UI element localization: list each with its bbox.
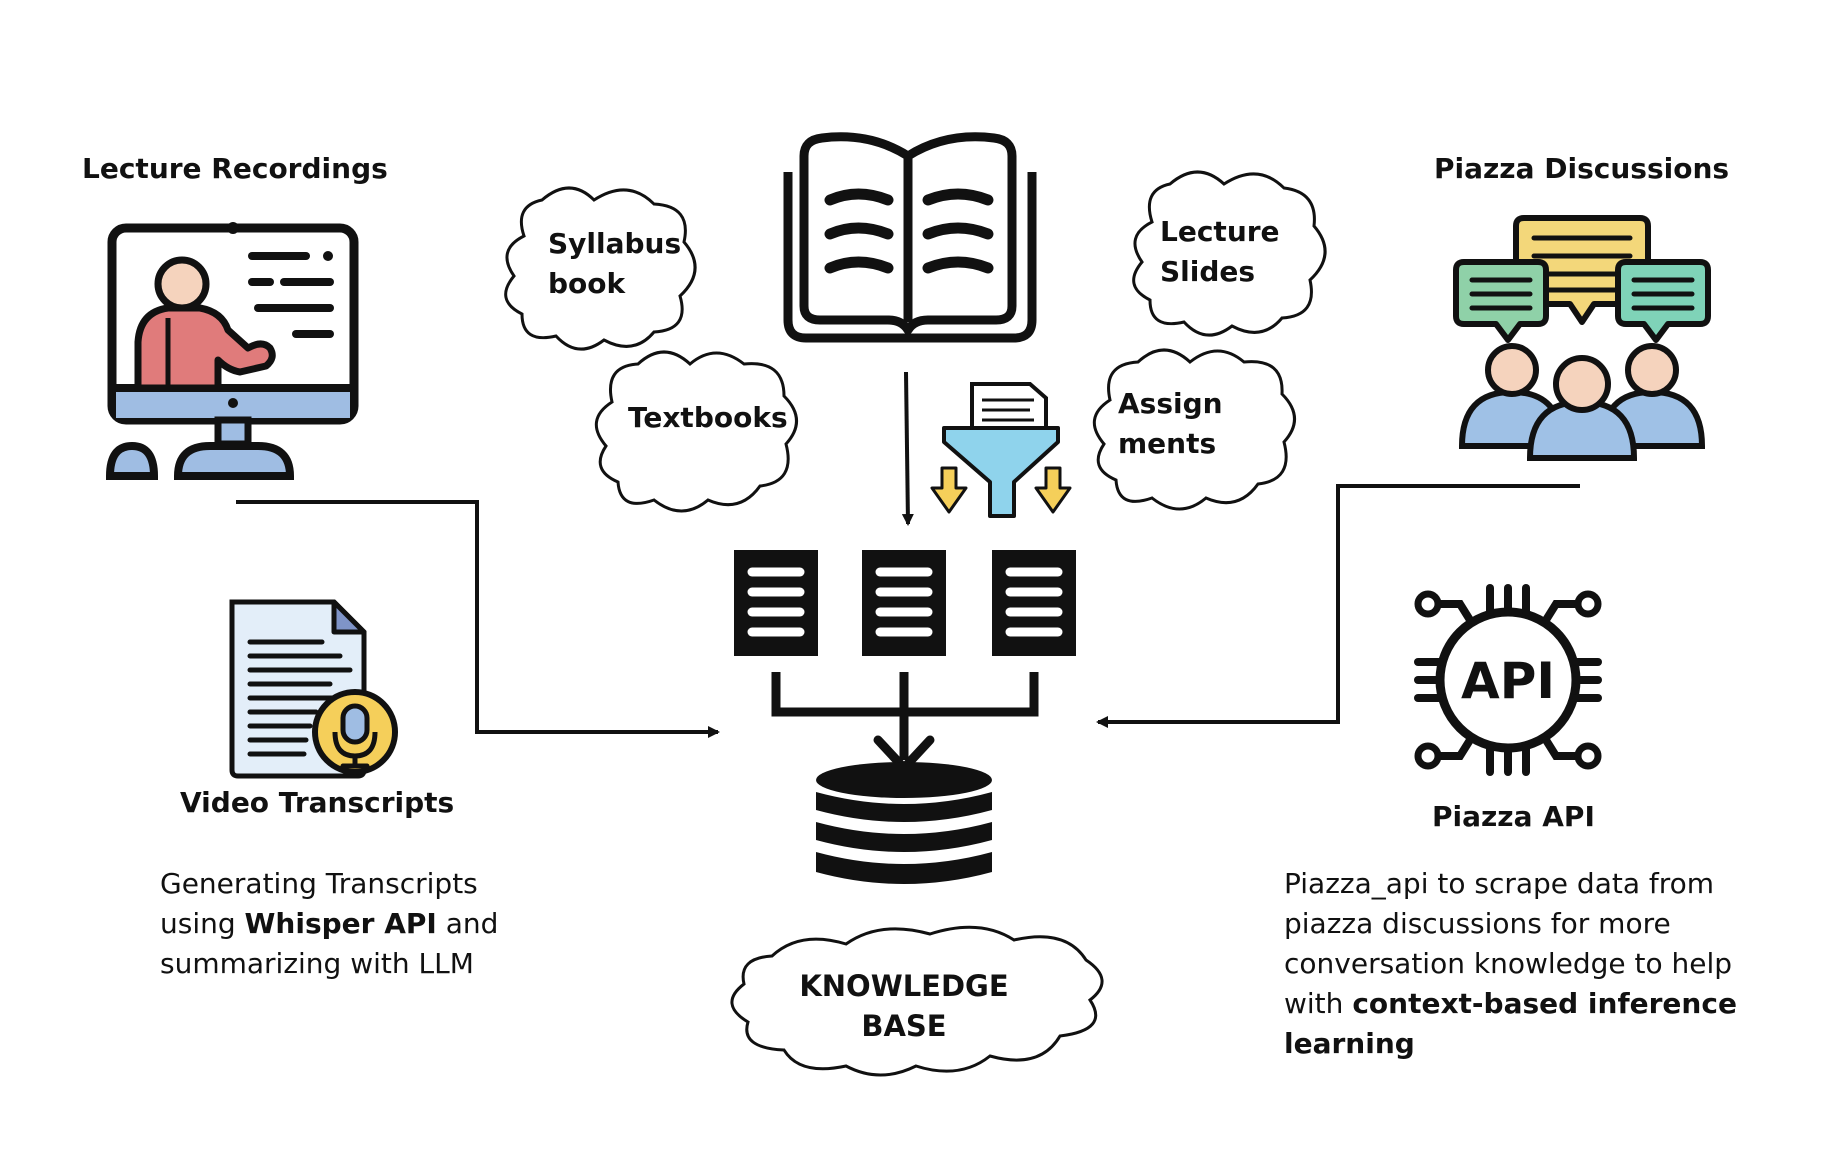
pa-desc-line1: Piazza_api to scrape data from — [1284, 867, 1715, 900]
lecture-recording-icon — [105, 222, 359, 480]
lecture-slides-label: Lecture Slides — [1160, 212, 1280, 292]
piazza-discussions-title: Piazza Discussions — [1434, 152, 1730, 185]
piazza-api-title: Piazza API — [1432, 800, 1595, 833]
pa-desc-line2: piazza discussions for more — [1284, 907, 1671, 940]
assignments-label-line1: Assign — [1118, 387, 1223, 420]
knowledge-base-label: KNOWLEDGE BASE — [764, 966, 1044, 1046]
knowledge-base-line1: KNOWLEDGE — [799, 969, 1009, 1003]
api-chip-label: API — [1461, 652, 1555, 710]
connector-lecture-to-kb — [236, 500, 720, 738]
cloud-assignments — [1093, 348, 1296, 511]
lecture-slides-label-line1: Lecture — [1160, 215, 1280, 248]
filter-icon — [930, 382, 1072, 518]
cloud-lecture-slides — [1132, 170, 1327, 337]
pa-desc-line5-bold: learning — [1284, 1027, 1415, 1060]
cloud-syllabus — [504, 186, 697, 351]
pa-desc-line5: learning — [1284, 1024, 1737, 1064]
open-book-icon — [783, 132, 1037, 343]
cloud-textbooks — [595, 350, 798, 513]
vt-desc-line2-pre: using — [160, 907, 245, 940]
cloud-knowledge-base — [730, 925, 1104, 1077]
video-transcripts-description: Generating Transcripts using Whisper API… — [160, 864, 498, 984]
transcript-document-icon — [229, 599, 398, 779]
assignments-label-line2: ments — [1118, 427, 1217, 460]
vt-desc-line2-bold: Whisper API — [244, 907, 437, 940]
lecture-slides-label-line2: Slides — [1160, 255, 1256, 288]
syllabus-label-line1: Syllabus — [548, 227, 682, 260]
video-transcripts-title: Video Transcripts — [180, 786, 455, 819]
knowledge-base-line2: BASE — [861, 1009, 947, 1043]
document-stack-icon — [734, 550, 1076, 773]
syllabus-label: Syllabus book — [548, 224, 681, 304]
pa-desc-line4: with context-based inference — [1284, 984, 1737, 1024]
connector-book-to-docs — [901, 371, 914, 526]
piazza-api-description: Piazza_api to scrape data from piazza di… — [1284, 864, 1737, 1064]
api-chip-icon: API — [1414, 584, 1602, 776]
connector-piazza-to-kb — [1096, 484, 1580, 728]
vt-desc-line2-post: and — [436, 907, 499, 940]
pa-desc-line4-bold: context-based inference — [1352, 987, 1737, 1020]
vt-desc-line3: summarizing with LLM — [160, 947, 474, 980]
syllabus-label-line2: book — [548, 267, 626, 300]
pa-desc-line4-pre: with — [1284, 987, 1353, 1020]
database-icon — [816, 762, 992, 884]
vt-desc-line2: using Whisper API and — [160, 904, 498, 944]
vt-desc-line1: Generating Transcripts — [160, 867, 478, 900]
piazza-discussions-icon — [1453, 215, 1711, 461]
lecture-recordings-title: Lecture Recordings — [82, 152, 388, 185]
textbooks-label: Textbooks — [628, 401, 788, 434]
assignments-label: Assign ments — [1118, 384, 1223, 464]
pa-desc-line3: conversation knowledge to help — [1284, 947, 1733, 980]
